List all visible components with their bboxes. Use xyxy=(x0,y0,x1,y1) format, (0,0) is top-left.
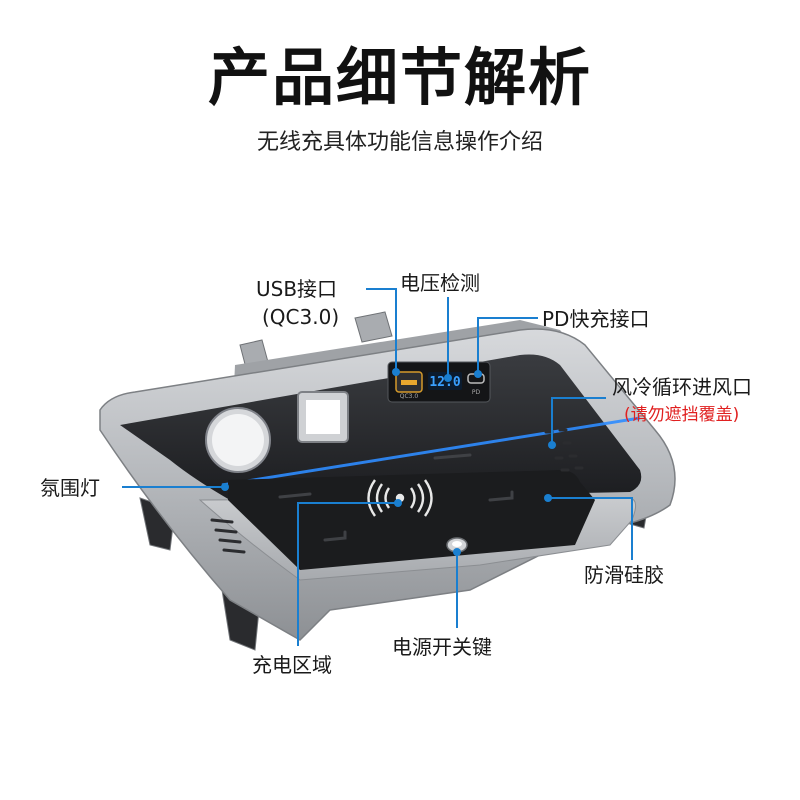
leader-dots xyxy=(221,368,556,556)
label-usb-port: USB接口 xyxy=(256,277,338,301)
label-charging-area: 充电区域 xyxy=(252,653,332,677)
charging-pad xyxy=(228,470,595,570)
qc-badge: QC3.0 xyxy=(400,393,419,400)
label-voltage-detect: 电压检测 xyxy=(400,271,480,295)
label-anti-slip: 防滑硅胶 xyxy=(584,563,664,587)
round-socket xyxy=(205,407,271,473)
air-vents xyxy=(210,428,584,554)
label-air-vent: 风冷循环进风口 xyxy=(612,375,752,399)
label-usb-qc: (QC3.0) xyxy=(262,305,340,329)
ambient-light-strip xyxy=(221,416,641,487)
pd-badge: PD xyxy=(472,389,481,396)
voltage-display: 12.0 xyxy=(429,375,460,390)
wireless-charging-icon xyxy=(367,479,433,517)
label-air-vent-warning: (请勿遮挡覆盖) xyxy=(624,405,740,425)
label-ambient-light: 氛围灯 xyxy=(40,476,100,500)
leader-lines xyxy=(122,288,633,646)
usb-panel xyxy=(387,361,491,403)
label-pd-port: PD快充接口 xyxy=(542,307,650,331)
label-power-button: 电源开关键 xyxy=(392,635,492,659)
anti-slip-ridges xyxy=(278,453,514,542)
page-subtitle: 无线充具体功能信息操作介绍 xyxy=(256,130,543,155)
page-title: 产品细节解析 xyxy=(207,41,592,114)
square-socket xyxy=(297,391,349,443)
